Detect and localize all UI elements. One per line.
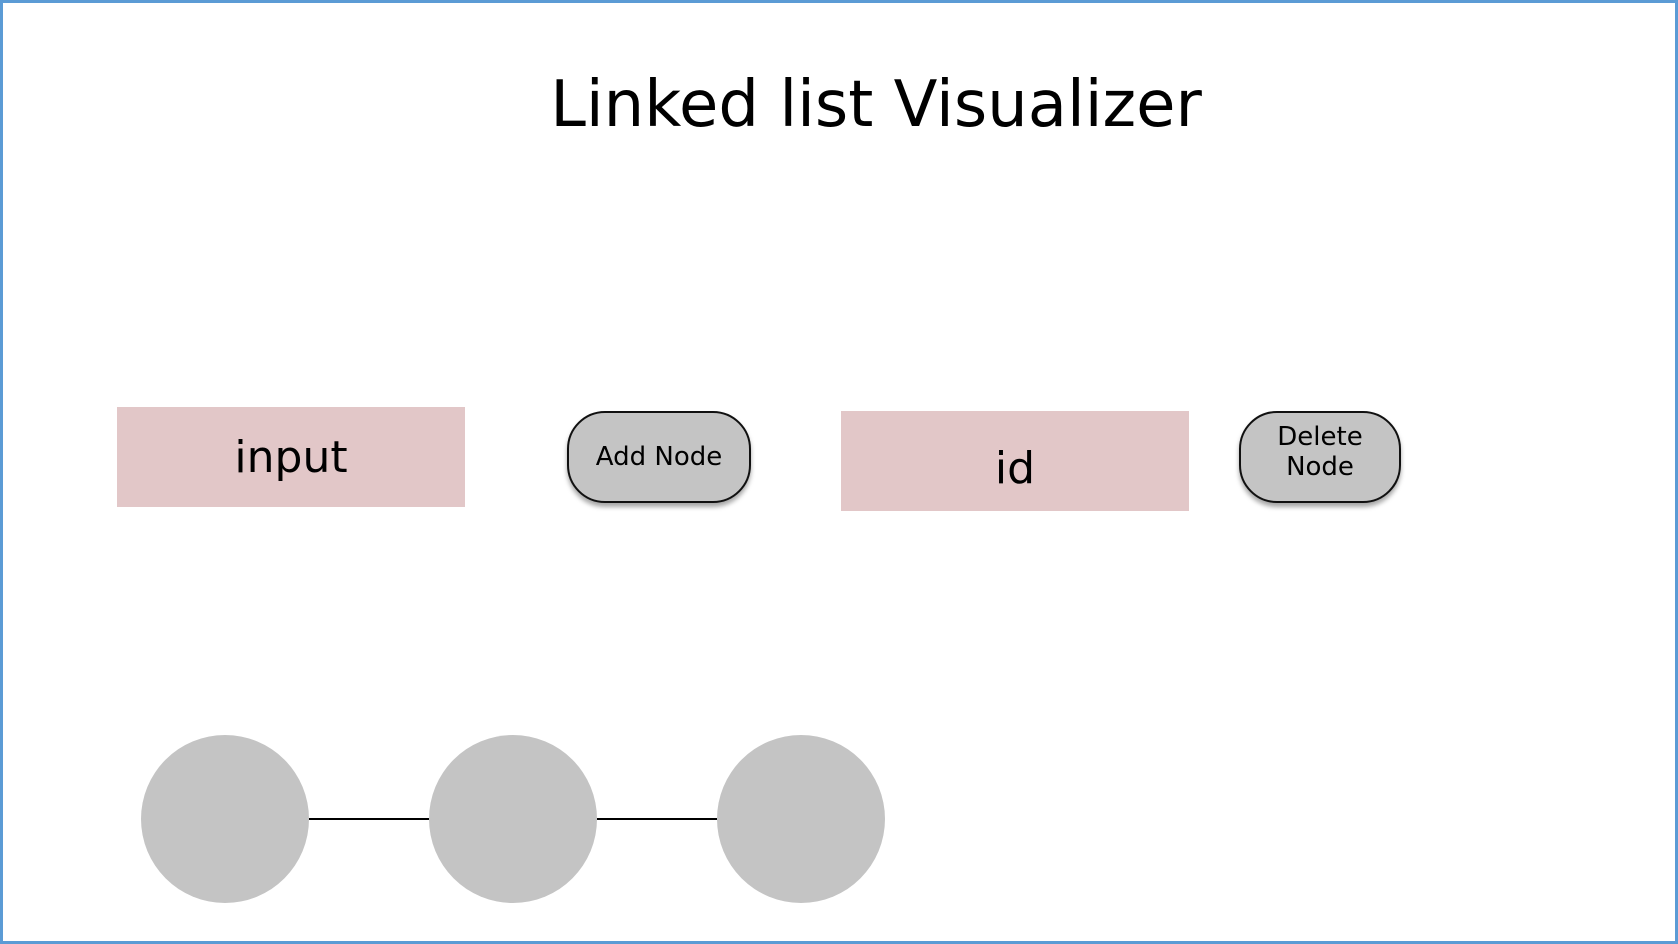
linked-list-diagram	[141, 735, 885, 903]
add-node-button[interactable]: Add Node	[567, 411, 751, 503]
list-node[interactable]	[429, 735, 597, 903]
node-value-input[interactable]	[117, 407, 465, 507]
list-node[interactable]	[717, 735, 885, 903]
node-id-input[interactable]	[841, 411, 1189, 511]
page-title: Linked list Visualizer	[550, 68, 1202, 142]
list-node[interactable]	[141, 735, 309, 903]
delete-node-button[interactable]: Delete Node	[1239, 411, 1401, 503]
